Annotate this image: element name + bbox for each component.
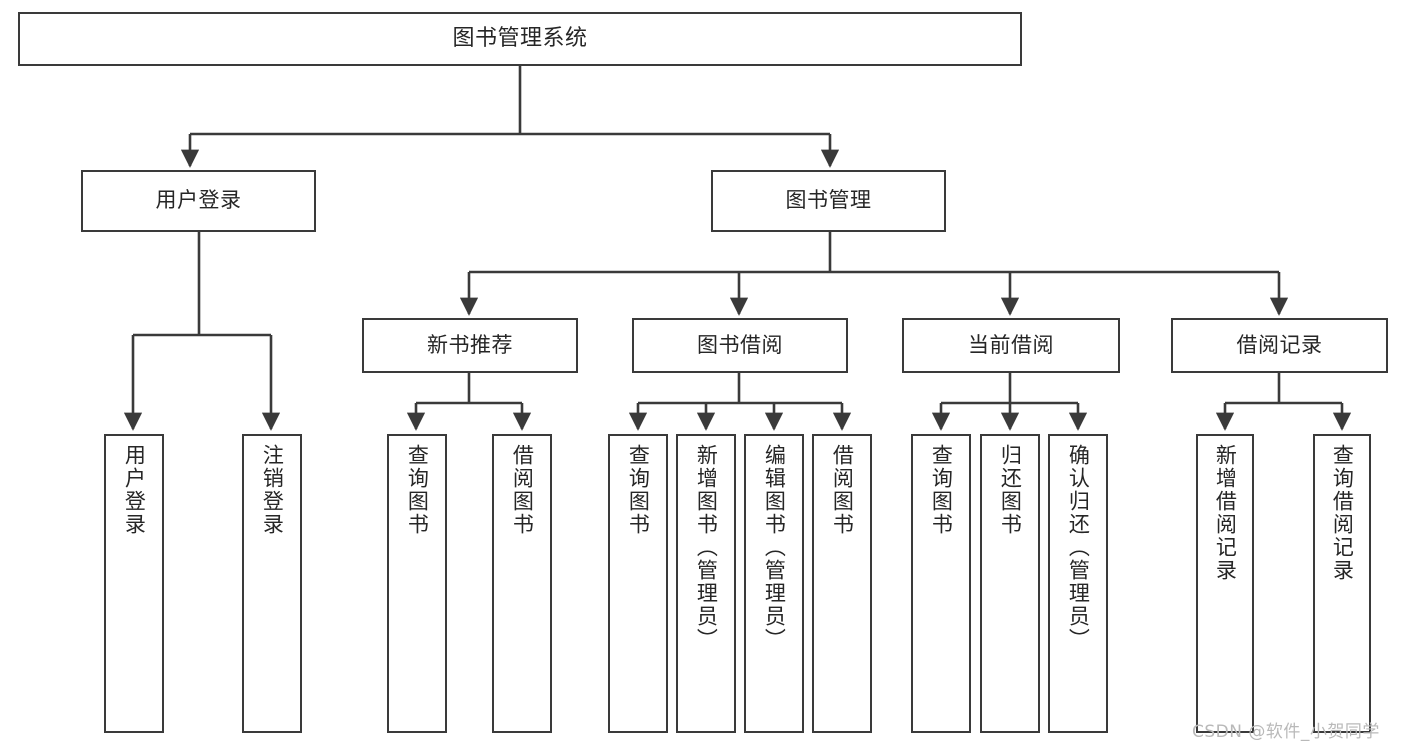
node-new-book-rec-label: 新书推荐 bbox=[427, 332, 513, 357]
node-leaf-edit-book[interactable]: 编辑图书（管理员） bbox=[744, 434, 804, 733]
node-leaf-user-login[interactable]: 用户登录 bbox=[104, 434, 164, 733]
node-leaf-query-book-3[interactable]: 查询图书 bbox=[911, 434, 971, 733]
node-leaf-confirm-return[interactable]: 确认归还（管理员） bbox=[1048, 434, 1108, 733]
node-leaf-query-record[interactable]: 查询借阅记录 bbox=[1313, 434, 1371, 733]
node-user-login-label: 用户登录 bbox=[155, 188, 242, 213]
node-book-borrow[interactable]: 图书借阅 bbox=[632, 318, 848, 373]
node-leaf-query-book-1[interactable]: 查询图书 bbox=[387, 434, 447, 733]
node-leaf-add-book[interactable]: 新增图书（管理员） bbox=[676, 434, 736, 733]
node-leaf-logout[interactable]: 注销登录 bbox=[242, 434, 302, 733]
node-book-borrow-label: 图书借阅 bbox=[697, 332, 783, 357]
node-leaf-query-book-3-label: 查询图书 bbox=[929, 444, 954, 536]
node-leaf-add-book-label: 新增图书（管理员） bbox=[694, 444, 719, 651]
node-leaf-query-book-1-label: 查询图书 bbox=[405, 444, 430, 536]
node-current-borrow-label: 当前借阅 bbox=[968, 332, 1054, 357]
node-borrow-record[interactable]: 借阅记录 bbox=[1171, 318, 1388, 373]
node-leaf-return-book[interactable]: 归还图书 bbox=[980, 434, 1040, 733]
node-leaf-borrow-book-1[interactable]: 借阅图书 bbox=[492, 434, 552, 733]
node-leaf-borrow-book-2-label: 借阅图书 bbox=[830, 444, 855, 536]
node-leaf-borrow-book-2[interactable]: 借阅图书 bbox=[812, 434, 872, 733]
node-leaf-query-book-2[interactable]: 查询图书 bbox=[608, 434, 668, 733]
node-root[interactable]: 图书管理系统 bbox=[18, 12, 1022, 66]
node-borrow-record-label: 借阅记录 bbox=[1236, 332, 1323, 357]
node-leaf-add-record[interactable]: 新增借阅记录 bbox=[1196, 434, 1254, 733]
node-leaf-logout-label: 注销登录 bbox=[260, 444, 285, 536]
node-leaf-return-book-label: 归还图书 bbox=[998, 444, 1023, 536]
node-leaf-add-record-label: 新增借阅记录 bbox=[1213, 444, 1238, 582]
node-book-manage[interactable]: 图书管理 bbox=[711, 170, 946, 232]
node-root-label: 图书管理系统 bbox=[452, 25, 588, 51]
node-leaf-query-book-2-label: 查询图书 bbox=[626, 444, 651, 536]
node-leaf-borrow-book-1-label: 借阅图书 bbox=[510, 444, 535, 536]
node-new-book-rec[interactable]: 新书推荐 bbox=[362, 318, 578, 373]
node-leaf-query-record-label: 查询借阅记录 bbox=[1330, 444, 1355, 582]
node-user-login[interactable]: 用户登录 bbox=[81, 170, 316, 232]
node-leaf-edit-book-label: 编辑图书（管理员） bbox=[762, 444, 787, 651]
node-current-borrow[interactable]: 当前借阅 bbox=[902, 318, 1120, 373]
node-leaf-user-login-label: 用户登录 bbox=[122, 444, 147, 536]
node-book-manage-label: 图书管理 bbox=[785, 188, 872, 213]
node-leaf-confirm-return-label: 确认归还（管理员） bbox=[1066, 444, 1091, 651]
